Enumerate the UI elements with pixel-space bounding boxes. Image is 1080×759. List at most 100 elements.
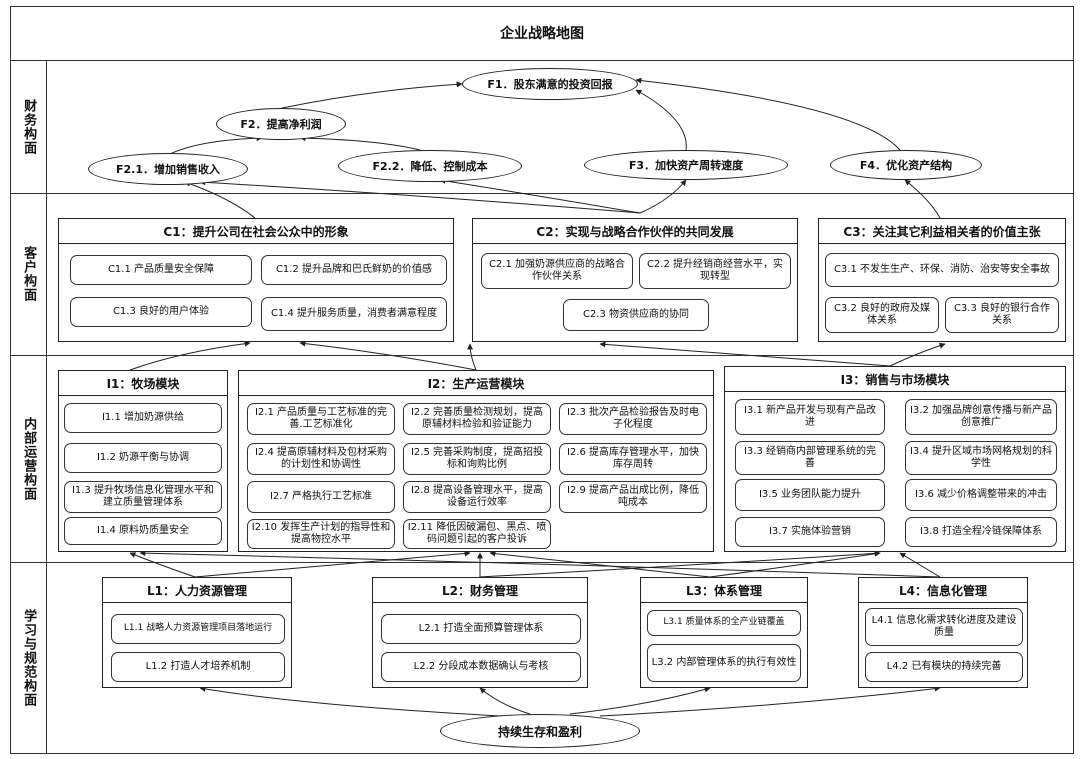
item-i3-6: I3.6 减少价格调整带来的冲击 xyxy=(905,479,1057,511)
lane-divider xyxy=(10,193,1074,194)
arrow-c1-to-f21 xyxy=(184,180,256,219)
item-i2-6: I2.6 提高库存管理水平，加快库存周转 xyxy=(559,443,707,475)
arrow-base-to-l2 xyxy=(479,687,531,715)
arrow-l3-to-i2 xyxy=(489,550,711,578)
group-c2: C2：实现与战略合作伙伴的共同发展 C2.1 加强奶源供应商的战略合作伙伴关系 … xyxy=(472,218,798,342)
item-i3-5: I3.5 业务团队能力提升 xyxy=(735,479,885,511)
item-c2-1: C2.1 加强奶源供应商的战略合作伙伴关系 xyxy=(481,253,633,289)
arrow-l1-to-i1 xyxy=(129,552,196,578)
item-c3-3: C3.3 良好的银行合作关系 xyxy=(945,297,1059,333)
item-c2-2: C2.2 提升经销商经营水平，实现转型 xyxy=(639,253,791,289)
arrow-c2-to-f3 xyxy=(639,179,687,214)
lane-divider xyxy=(10,355,1074,356)
arrow-l4-to-i3 xyxy=(899,552,941,578)
item-c1-2: C1.2 提升品牌和巴氏鲜奶的价值感 xyxy=(261,255,447,285)
group-i2: I2：生产运营模块 I2.1 产品质量与工艺标准的完善.工艺标准化 I2.2 完… xyxy=(238,370,714,552)
arrow-i1-to-c1 xyxy=(129,340,251,371)
node-f2: F2．提高净利润 xyxy=(216,108,346,140)
item-i1-1: I1.1 增加奶源供给 xyxy=(64,403,222,433)
item-l3-1: L3.1 质量体系的全产业链覆盖 xyxy=(647,610,801,636)
node-f3: F3．加快资产周转速度 xyxy=(584,150,788,180)
item-l1-1: L1.1 战略人力资源管理项目落地运行 xyxy=(111,614,285,644)
group-l3: L3：体系管理 L3.1 质量体系的全产业链覆盖 L3.2 内部管理体系的执行有… xyxy=(640,577,808,688)
node-f2-1: F2.1．增加销售收入 xyxy=(88,153,248,185)
item-l1-2: L1.2 打造人才培养机制 xyxy=(111,652,285,682)
arrow-i3-to-c2 xyxy=(599,341,891,367)
group-i3: I3：销售与市场模块 I3.1 新产品开发与现有产品改进 I3.2 加强品牌创意… xyxy=(724,366,1066,552)
group-c1: C1：提升公司在社会公众中的形象 C1.1 产品质量安全保障 C1.2 提升品牌… xyxy=(58,218,454,342)
lane-label-internal: 内部运营构面 xyxy=(21,416,37,501)
arrow-i2-to-c2 xyxy=(467,343,477,371)
group-l2: L2：财务管理 L2.1 打造全面预算管理体系 L2.2 分段成本数据确认与考核 xyxy=(372,577,588,688)
item-i2-1: I2.1 产品质量与工艺标准的完善.工艺标准化 xyxy=(247,403,395,435)
group-i2-title: I2：生产运营模块 xyxy=(239,371,713,396)
node-base-goal: 持续生存和盈利 xyxy=(440,714,640,748)
item-c2-3: C2.3 物资供应商的协同 xyxy=(563,299,709,331)
item-i3-3: I3.3 经销商内部管理系统的完善 xyxy=(735,441,885,475)
arrow-l1-to-i2 xyxy=(194,550,471,578)
item-c1-1: C1.1 产品质量安全保障 xyxy=(70,255,252,285)
arrow-f21-to-f2 xyxy=(169,135,263,155)
arrow-base-to-l1 xyxy=(199,685,501,717)
item-i3-7: I3.7 实施体验营销 xyxy=(735,517,885,547)
item-i3-2: I3.2 加强品牌创意传播与新产品创意推广 xyxy=(905,399,1057,435)
item-c3-1: C3.1 不发生生产、环保、消防、治安等安全事故 xyxy=(825,253,1059,287)
item-i2-11: I2.11 降低因破漏包、黑点、喷码问题引起的客户投诉 xyxy=(403,519,551,549)
node-f4: F4．优化资产结构 xyxy=(830,150,982,180)
item-i1-2: I1.2 奶源平衡与协调 xyxy=(64,443,222,473)
item-i3-8: I3.8 打造全程冷链保障体系 xyxy=(905,517,1057,547)
item-i2-4: I2.4 提高原辅材料及包材采购的计划性和协调性 xyxy=(247,443,395,475)
item-l4-1: L4.1 信息化需求转化进度及建设质量 xyxy=(865,608,1023,646)
item-i2-9: I2.9 提高产品出成比例，降低吨成本 xyxy=(559,481,707,513)
item-i1-3: I1.3 提升牧场信息化管理水平和建立质量管理体系 xyxy=(64,481,222,513)
arrow-i3-to-c3 xyxy=(889,342,946,367)
item-l2-2: L2.2 分段成本数据确认与考核 xyxy=(381,652,581,682)
arrow-c2-to-f22 xyxy=(439,177,641,214)
item-i3-1: I3.1 新产品开发与现有产品改进 xyxy=(735,399,885,435)
arrow-l2-to-i3 xyxy=(479,550,881,578)
group-c2-title: C2：实现与战略合作伙伴的共同发展 xyxy=(473,219,797,244)
group-c3-title: C3：关注其它利益相关者的价值主张 xyxy=(819,219,1065,244)
group-l1-title: L1：人力资源管理 xyxy=(103,578,291,603)
item-i2-7: I2.7 严格执行工艺标准 xyxy=(247,481,395,513)
lane-label-financial: 财务构面 xyxy=(21,98,37,155)
item-i1-4: I1.4 原料奶质量安全 xyxy=(64,517,222,545)
group-i1-title: I1：牧场模块 xyxy=(59,371,227,396)
arrow-f22-to-f2 xyxy=(299,135,421,151)
group-c3: C3：关注其它利益相关者的价值主张 C3.1 不发生生产、环保、消防、治安等安全… xyxy=(818,218,1066,342)
group-l1: L1：人力资源管理 L1.1 战略人力资源管理项目落地运行 L1.2 打造人才培… xyxy=(102,577,292,688)
item-c1-3: C1.3 良好的用户体验 xyxy=(70,297,252,327)
lane-divider xyxy=(10,562,1074,563)
item-i2-5: I2.5 完善采购制度，提高招投标和询购比例 xyxy=(403,443,551,475)
arrow-f4-to-f1 xyxy=(635,77,901,151)
lane-label-learning: 学习与规范构面 xyxy=(21,609,37,707)
group-l3-title: L3：体系管理 xyxy=(641,578,807,603)
group-i3-title: I3：销售与市场模块 xyxy=(725,367,1065,392)
item-i2-8: I2.8 提高设备管理水平，提高设备运行效率 xyxy=(403,481,551,513)
arrow-base-to-l4 xyxy=(599,685,941,717)
group-l4-title: L4：信息化管理 xyxy=(859,578,1027,603)
strategy-map-frame xyxy=(10,6,1074,754)
arrow-c2-to-f21 xyxy=(199,179,641,214)
item-i3-4: I3.4 提升区域市场网格规划的科学性 xyxy=(905,441,1057,475)
item-c3-2: C3.2 良好的政府及媒体关系 xyxy=(825,297,939,333)
item-c1-4: C1.4 提升服务质量，消费者满意程度 xyxy=(261,297,447,331)
group-c1-title: C1：提升公司在社会公众中的形象 xyxy=(59,219,453,244)
arrow-c3-to-f4 xyxy=(904,179,941,219)
arrow-f3-to-f1 xyxy=(635,89,687,151)
node-f1: F1．股东满意的投资回报 xyxy=(462,68,638,100)
item-i2-3: I2.3 批次产品检验报告及时电子化程度 xyxy=(559,403,707,435)
item-i2-10: I2.10 发挥生产计划的指导性和提高物控水平 xyxy=(247,519,395,549)
arrow-l4-to-i1 xyxy=(139,550,941,578)
lane-label-divider xyxy=(46,60,47,754)
arrow-i2-to-c1 xyxy=(299,340,477,371)
node-f2-2: F2.2．降低、控制成本 xyxy=(338,150,522,182)
page-title: 企业战略地图 xyxy=(500,26,584,42)
group-i1: I1：牧场模块 I1.1 增加奶源供给 I1.2 奶源平衡与协调 I1.3 提升… xyxy=(58,370,228,552)
item-l2-1: L2.1 打造全面预算管理体系 xyxy=(381,614,581,644)
item-l3-2: L3.2 内部管理体系的执行有效性 xyxy=(647,644,801,682)
lane-divider xyxy=(10,60,1074,61)
item-l4-2: L4.2 已有模块的持续完善 xyxy=(865,652,1023,682)
group-l2-title: L2：财务管理 xyxy=(373,578,587,603)
